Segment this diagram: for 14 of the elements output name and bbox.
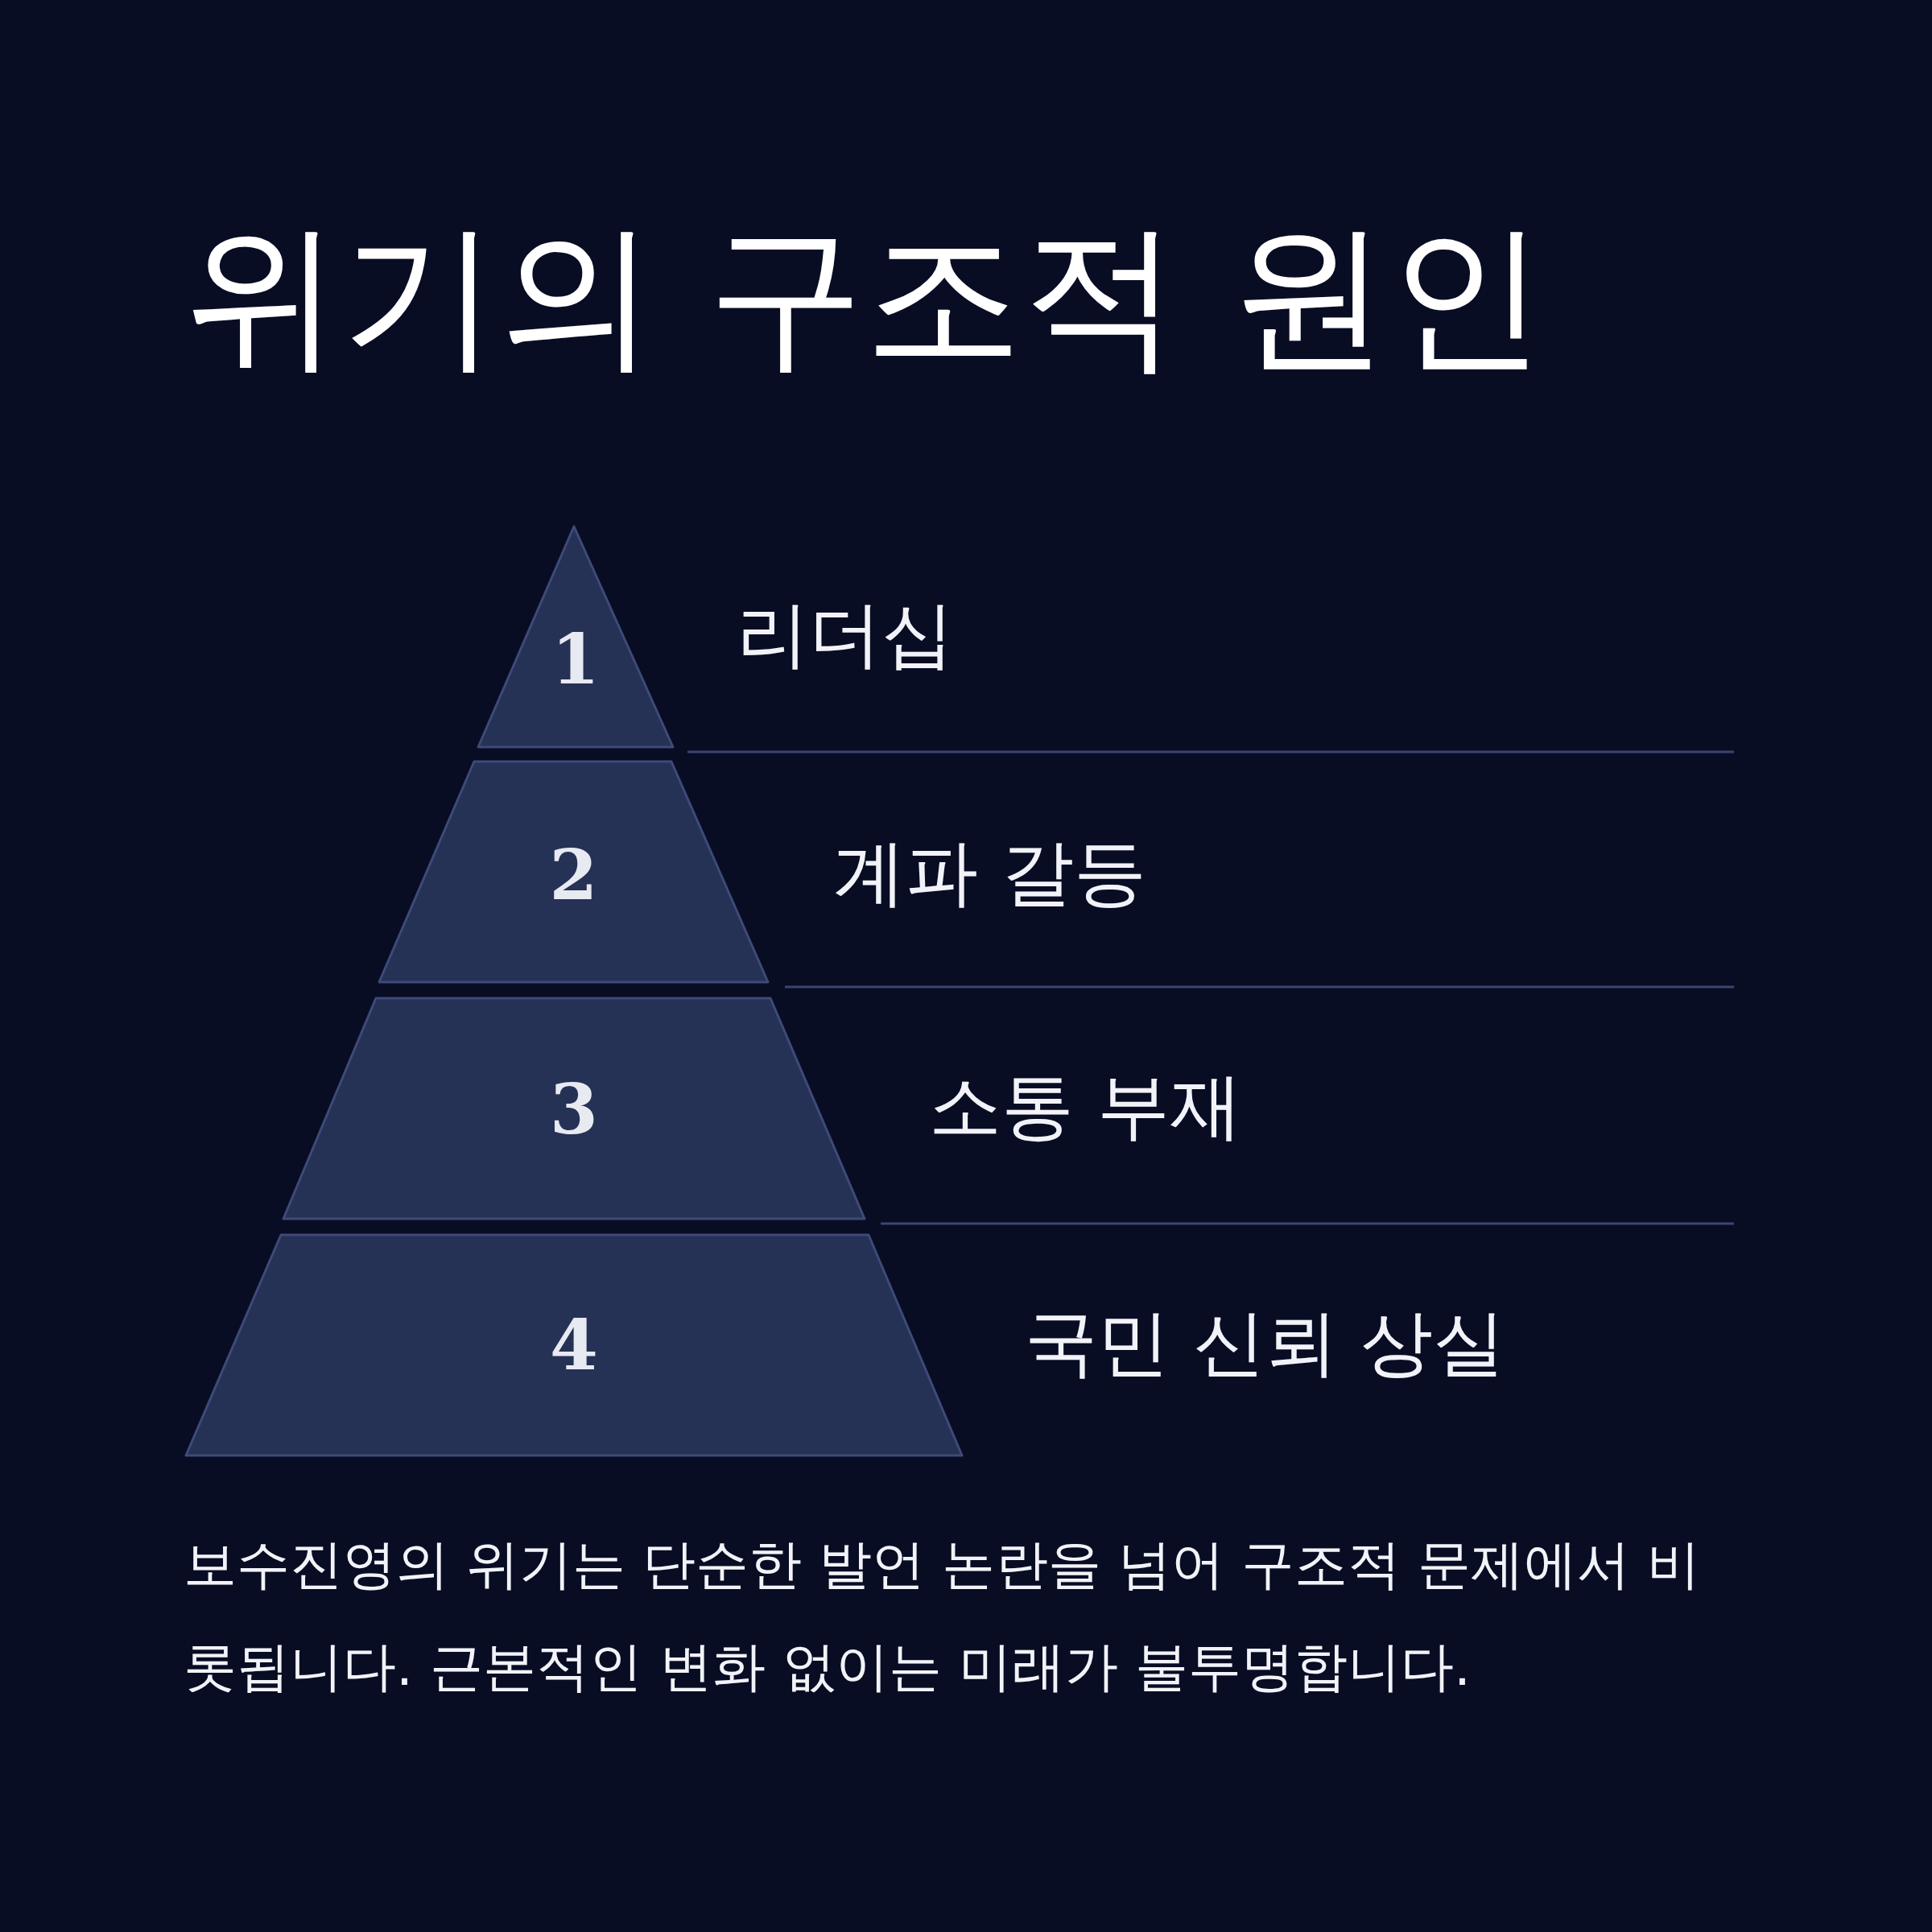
pyramid-tier xyxy=(379,762,768,982)
tier-label: 리더십 xyxy=(737,591,954,678)
pyramid-tier xyxy=(478,526,673,747)
title: 위기의 구조적 원인 xyxy=(184,203,1546,389)
tier-label: 국민 신뢰 상실 xyxy=(1025,1299,1506,1386)
tier-number: 4 xyxy=(549,1311,599,1380)
pyramid-tier xyxy=(186,1235,962,1455)
pyramid-tier xyxy=(283,998,865,1219)
tier-label: 계파 갈등 xyxy=(833,829,1146,916)
caption: 보수진영의 위기는 단순한 발언 논란을 넘어 구조적 문제에서 비롯됩니다. 근본적인 변화 없이는 미래가 불투명합니다. xyxy=(184,1533,1701,1699)
tier-number: 2 xyxy=(548,840,599,910)
tier-number: 1 xyxy=(551,625,601,694)
tier-number: 3 xyxy=(549,1075,599,1144)
tier-label: 소통 부재 xyxy=(929,1063,1242,1150)
